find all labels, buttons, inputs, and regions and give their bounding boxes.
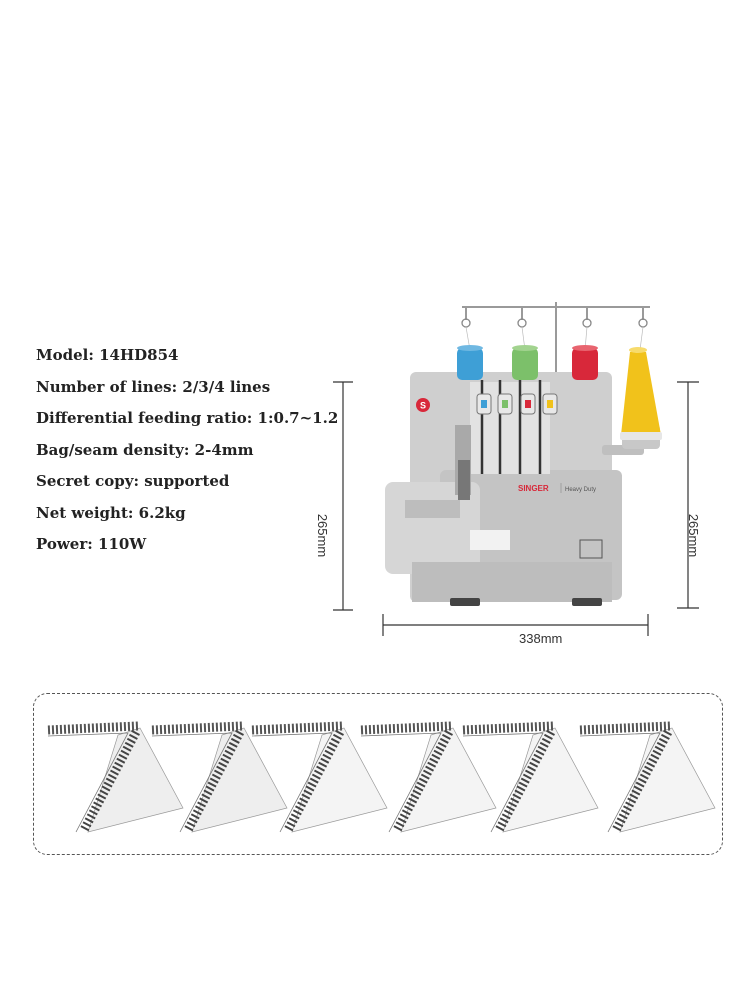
- spec-differential-feed: Differential feeding ratio: 1:0.7~1.2: [36, 409, 339, 427]
- stitch-sample: [579, 721, 716, 833]
- svg-text:S: S: [420, 401, 426, 411]
- spec-model: Model: 14HD854: [36, 346, 179, 364]
- stitch-sample: [360, 721, 497, 833]
- thread-spools: [457, 345, 662, 440]
- spec-power: Power: 110W: [36, 535, 147, 553]
- spec-secret-copy: Secret copy: supported: [36, 472, 230, 490]
- spec-net-weight: Net weight: 6.2kg: [36, 503, 186, 522]
- svg-text:SINGER: SINGER: [518, 484, 549, 493]
- stitch-samples-panel: [33, 693, 723, 855]
- spec-lines: Number of lines: 2/3/4 lines: [36, 377, 271, 396]
- stitch-sample: [462, 721, 599, 833]
- width-label: 338mm: [519, 631, 563, 646]
- thread-stand: [462, 302, 650, 378]
- svg-text:Heavy Duty: Heavy Duty: [565, 487, 596, 493]
- stitch-sample: [151, 721, 288, 833]
- spec-seam-density: Bag/seam density: 2-4mm: [36, 440, 254, 459]
- stitch-sample: [251, 721, 388, 833]
- spec-list: Model: 14HD854 Number of lines: 2/3/4 li…: [36, 343, 339, 564]
- stitch-sample: [47, 721, 184, 833]
